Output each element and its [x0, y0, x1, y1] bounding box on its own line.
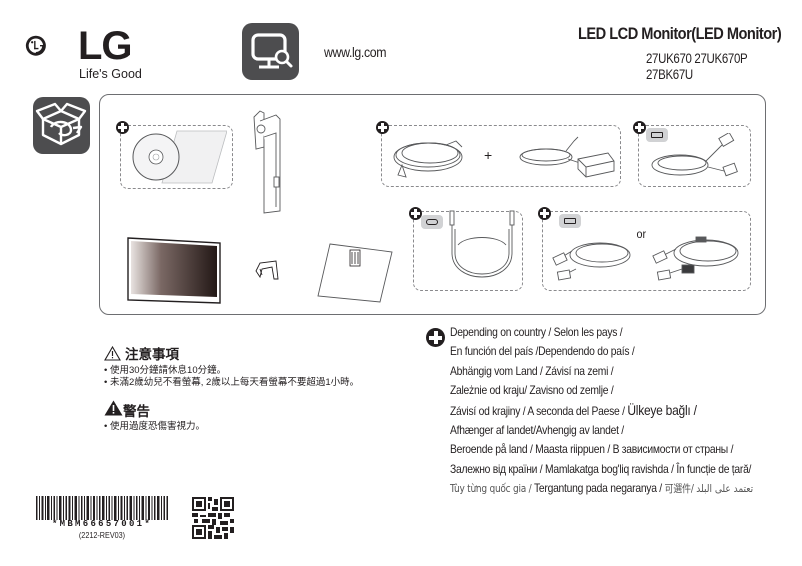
cable-holder-icon: [255, 260, 279, 280]
country-segment: Tergantung pada negaranya /: [534, 481, 665, 496]
usb-cable-alt-icon: [652, 236, 739, 281]
country-line: En función del país /Dependendo do país …: [450, 344, 635, 359]
or-joiner: or: [636, 227, 647, 241]
country-line: Abhängig vom Land / Závisí na zemi /: [450, 363, 614, 378]
website-url[interactable]: www.lg.com: [324, 44, 387, 60]
document-title: LED LCD Monitor(LED Monitor): [578, 24, 782, 43]
country-line: Zależnie od kraju/ Zavisno od zemlje /: [450, 383, 614, 398]
stand-body-icon: [253, 110, 281, 214]
warning-title: 警告: [123, 404, 150, 419]
warning-list: 使用過度恐傷害視力。: [104, 421, 205, 433]
optional-plus-icon: [376, 121, 389, 134]
barcode-icon: [36, 496, 168, 520]
usb-c-cable-icon: [449, 210, 515, 278]
country-line: Afhænger af landet/Avhengig av landet /: [450, 423, 624, 438]
country-line: Závisí od krajiny / A seconda del Paese …: [450, 401, 753, 421]
country-line: Depending on country / Selon les pays /: [450, 325, 623, 339]
country-line: Tùy từng quốc gia / Tergantung pada nega…: [450, 479, 753, 499]
hdmi-cable-icon: [651, 133, 738, 177]
usb-port-icon: [559, 214, 581, 228]
monitor-icon: [127, 237, 221, 304]
qr-code-icon[interactable]: [192, 497, 234, 539]
barcode-number: *MBM66657001*: [51, 519, 153, 529]
stand-base-icon: [317, 243, 393, 303]
country-line: Залежно від країни / Mamlakatga bog'liq …: [450, 461, 752, 476]
country-segment-turkish: Ülkeye bağlı /: [627, 401, 697, 418]
warning-item: 使用過度恐傷害視力。: [104, 421, 205, 433]
usb-c-port-icon: [421, 215, 443, 229]
caution-list: 使用30分鐘請休息10分鐘。 未滿2歲幼兒不看螢幕, 2歲以上每天看螢幕不要超過…: [104, 365, 359, 389]
monitor-search-icon: [251, 33, 293, 69]
depending-on-country-note: Depending on country / Selon les pays / …: [450, 323, 753, 500]
caution-title: 注意事項: [125, 347, 179, 362]
ac-dc-adapter-icon: [519, 136, 615, 178]
optional-legend-plus-icon: [426, 328, 445, 347]
optional-plus-icon: [116, 121, 129, 134]
country-segment-chinese: 可選件/: [664, 483, 694, 496]
hdmi-port-icon: [646, 128, 668, 142]
caution-heading: 注意事項: [104, 343, 179, 363]
optional-group-usb: [542, 211, 751, 291]
caution-triangle-icon: [104, 346, 121, 361]
optional-group-hdmi: [638, 125, 751, 187]
optional-group-power: [381, 125, 621, 187]
optional-plus-icon: [409, 207, 422, 220]
usb-cable-icon: [552, 242, 631, 281]
optional-group-cd-manual: [120, 125, 233, 189]
optional-plus-icon: [538, 207, 551, 220]
lg-logo-icon: [25, 35, 46, 56]
model-line: 27BK67U: [646, 66, 693, 82]
caution-item: 未滿2歲幼兒不看螢幕, 2歲以上每天看螢幕不要超過1小時。: [104, 377, 359, 389]
country-segment: Závisí od krajiny / A seconda del Paese …: [450, 403, 628, 418]
country-segment-arabic: تعتمد على البلد: [696, 483, 754, 496]
optional-group-usb-c: [413, 211, 523, 291]
plus-joiner: +: [484, 147, 493, 163]
model-numbers: 27UK670 27UK670P 27BK67U: [646, 50, 748, 82]
open-box-icon: [35, 102, 87, 146]
brand-wordmark: LG: [78, 24, 133, 68]
warning-heading: 警告: [104, 400, 150, 420]
warning-triangle-icon: [104, 400, 123, 416]
model-line: 27UK670 27UK670P: [646, 50, 748, 66]
country-segment-vietnamese: Tùy từng quốc gia /: [450, 483, 535, 496]
brand-tagline: Life's Good: [79, 67, 142, 81]
cd-manual-icon: [132, 130, 227, 184]
power-cord-icon: [393, 140, 463, 178]
revision-code: (2212-REV03): [78, 530, 126, 540]
country-line: Beroende på land / Maasta riippuen / В з…: [450, 442, 734, 457]
website-icon-tile: [242, 23, 299, 80]
optional-plus-icon: [633, 121, 646, 134]
package-contents-panel: +: [99, 94, 766, 315]
caution-item: 使用30分鐘請休息10分鐘。: [104, 365, 359, 377]
contents-icon-tile: [33, 97, 90, 154]
